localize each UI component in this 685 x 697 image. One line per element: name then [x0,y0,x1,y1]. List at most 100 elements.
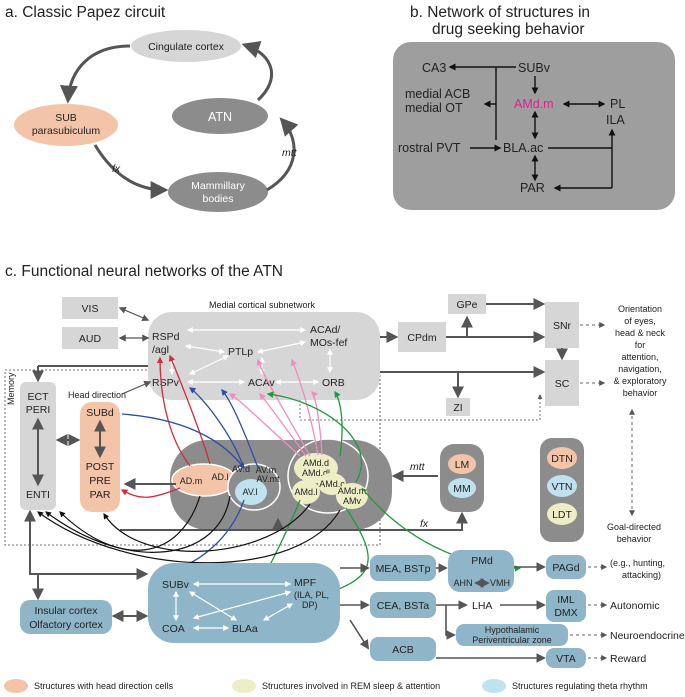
node-ldt-blob [547,503,577,525]
node-vta-box [546,648,586,668]
label-bodies: bodies [203,193,234,205]
label-neuroendocrine: Neuroendocrine [610,630,685,642]
arrow-cingulate-to-sub [59,44,131,104]
node-dtn: DTN [551,453,573,465]
node-cea: CEA, BSTa [377,600,430,612]
label-goal-0: Goal-directed [607,522,661,532]
node-acb-c: ACB [392,644,414,656]
blue-region-internal-edges [173,581,294,631]
node-mammillary-bodies [168,172,268,212]
edge-fx-c [120,511,468,531]
node-mpf: MPF [294,577,316,589]
node-mea: MEA, BSTp [376,563,431,575]
label-autonomic: Autonomic [610,600,660,612]
node-amdm-b: AMd.m [514,97,554,111]
node-cea-bsta-box [370,592,436,618]
arrow-sub-to-mammillary [93,144,169,199]
node-mea-bstp-box [370,555,436,581]
node-peri: PERI [26,404,51,416]
node-amv: AMv [343,496,362,506]
orientation-edges [580,322,635,517]
node-adm: AD.m [180,476,203,486]
node-pagd: PAGd [552,562,579,574]
node-subd: SUBd [86,407,114,419]
node-vmh: VMH [490,578,510,588]
node-olfactory: Olfactory cortex [29,619,103,631]
node-avd: AV.d [232,464,250,474]
panel-b: b. Network of structures in drug seeking… [393,4,675,210]
label-orient-6: & exploratory [613,376,667,386]
label-mtt-c: mtt [410,461,426,473]
panel-b-title-2: drug seeking behavior [432,21,585,38]
node-amdc: AMd.c [319,479,345,489]
node-zi: ZI [453,402,462,414]
node-avmt: AV.mt [256,474,280,484]
label-parasubiculum: parasubiculum [32,125,101,137]
node-vtn-blob [547,475,577,497]
panel-b-title-1: b. Network of structures in [410,4,590,21]
node-subv-c: SUBv [162,579,190,591]
label-fx-c: fx [420,518,429,530]
legend-swatch-rem-sleep [232,679,256,693]
label-cingulate: Cingulate cortex [148,41,225,53]
label-reward: Reward [610,653,646,665]
node-pvt-b: rostral PVT [398,141,461,155]
node-iml: IML [557,594,575,606]
arrow-atn-to-cingulate [241,41,274,102]
node-rspd: RSPd [152,331,180,343]
legend-swatch-head-direction [4,679,28,693]
node-acav: ACAv [248,377,275,389]
node-amdl: AMd.l [294,487,317,497]
node-pmd: PMd [471,555,493,567]
node-snr-box [545,302,579,348]
label-head-direction: Head direction [68,390,126,400]
node-par-b: PAR [520,181,545,195]
node-atn [172,98,268,134]
node-sub-parasubiculum [14,104,118,146]
panel-a: a. Classic Papez circuit Cingulate corte… [5,4,299,212]
node-rspv: RSPv [152,377,180,389]
node-vis-box [62,297,118,319]
node-pl-b: PL [610,97,625,111]
node-cpdm-box [398,322,446,352]
node-ila-b: ILA [606,113,625,127]
legend-label-rem-sleep: Structures involved in REM sleep & atten… [262,681,440,691]
node-cpdm: CPdm [407,332,436,344]
node-hyp-1: Hypothalamic [485,625,540,635]
panel-c: c. Functional neural networks of the ATN… [4,263,685,668]
node-blaa: BLAa [232,623,258,635]
node-insular-olfactory [20,600,112,634]
node-acb-b: medial ACB [405,87,470,101]
label-medial-cortical: Medial cortical subnetwork [209,300,316,310]
panel-b-edges [448,63,616,192]
label-sub: SUB [55,112,77,124]
node-acb-box [370,637,436,661]
node-orb: ORB [322,377,345,389]
node-gpe: GPe [456,299,477,311]
node-vtn: VTN [552,481,573,493]
legend-label-head-direction: Structures with head direction cells [34,681,174,691]
node-av [235,479,267,505]
node-adl: AD.l [211,472,228,482]
label-orient-2: head & neck [615,328,666,338]
medial-cortical-subnetwork [148,312,380,400]
node-ptlp: PTLp [228,346,253,358]
node-hypothalamic-pvz [456,624,568,646]
node-avl: AV.l [242,487,257,497]
node-amdl-blob [292,480,320,504]
node-pre: PRE [89,475,111,487]
node-acad: ACAd/ [310,324,340,336]
node-vis: VIS [82,303,99,315]
edge-subd-cortex [121,380,152,395]
node-amdd: AMd.d [303,458,329,468]
node-par-c: PAR [90,489,111,501]
node-iml-dmx-box [546,590,586,622]
legend: Structures with head direction cells Str… [4,679,648,693]
node-lm: LM [455,459,470,471]
node-ect: ECT [28,391,50,403]
label-mtt-a: mtt [282,147,298,159]
node-cingulate-cortex [131,30,241,62]
output-edges [570,564,608,661]
node-amdm-c: AMd.m [338,486,367,496]
node-blaac-b: BLA.ac [503,141,543,155]
